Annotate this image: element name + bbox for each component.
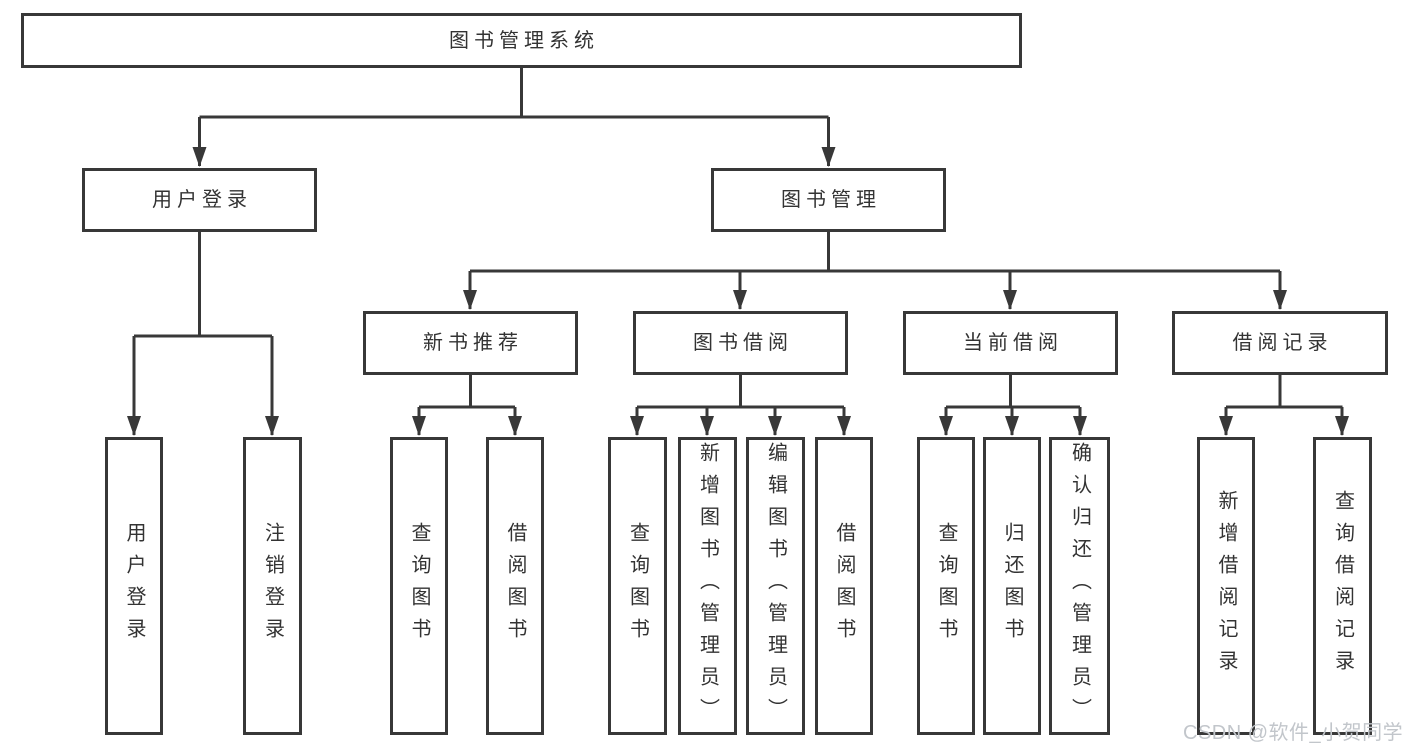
node-label: 新书推荐 (423, 332, 523, 354)
leaf-query-borrow-record: 查询借阅记录 (1313, 437, 1372, 735)
node-label: 借阅图书 (504, 522, 526, 650)
leaf-borrow-books-recommend: 借阅图书 (486, 437, 544, 735)
node-label: 当前借阅 (963, 332, 1063, 354)
node-label: 查询图书 (408, 522, 430, 650)
node-new-book-recommendation: 新书推荐 (363, 311, 578, 375)
leaf-user-login: 用户登录 (105, 437, 163, 735)
node-label: 图书管理 (781, 189, 881, 211)
leaf-logout: 注销登录 (243, 437, 302, 735)
leaf-return-book: 归还图书 (983, 437, 1041, 735)
leaf-query-books-current: 查询图书 (917, 437, 975, 735)
node-borrowing-records: 借阅记录 (1172, 311, 1388, 375)
node-library-management-system: 图书管理系统 (21, 13, 1022, 68)
leaf-query-books-recommend: 查询图书 (390, 437, 448, 735)
node-label: 借阅图书 (833, 522, 855, 650)
leaf-add-borrow-record: 新增借阅记录 (1197, 437, 1255, 735)
node-label: 图书管理系统 (449, 29, 599, 52)
node-user-login: 用户登录 (82, 168, 317, 232)
leaf-edit-book-admin: 编辑图书（管理员） (746, 437, 805, 735)
node-current-borrowing: 当前借阅 (903, 311, 1118, 375)
node-label: 图书借阅 (693, 332, 793, 354)
node-label: 查询图书 (935, 522, 957, 650)
leaf-borrow-books: 借阅图书 (815, 437, 873, 735)
node-label: 确认归还（管理员） (1068, 442, 1091, 730)
leaf-add-book-admin: 新增图书（管理员） (678, 437, 737, 735)
csdn-watermark: CSDN @软件_小贺同学 (1183, 722, 1404, 744)
node-label: 新增借阅记录 (1215, 490, 1237, 682)
node-label: 用户登录 (152, 189, 252, 211)
node-label: 注销登录 (261, 522, 284, 650)
leaf-query-books-borrow: 查询图书 (608, 437, 667, 735)
node-book-borrowing: 图书借阅 (633, 311, 848, 375)
node-label: 查询图书 (626, 522, 649, 650)
node-label: 用户登录 (123, 522, 145, 650)
node-label: 归还图书 (1001, 522, 1023, 650)
node-label: 编辑图书（管理员） (764, 442, 787, 730)
node-book-management: 图书管理 (711, 168, 946, 232)
node-label: 查询借阅记录 (1331, 490, 1354, 682)
node-label: 新增图书（管理员） (696, 442, 719, 730)
node-label: 借阅记录 (1232, 332, 1333, 354)
leaf-confirm-return-admin: 确认归还（管理员） (1049, 437, 1110, 735)
